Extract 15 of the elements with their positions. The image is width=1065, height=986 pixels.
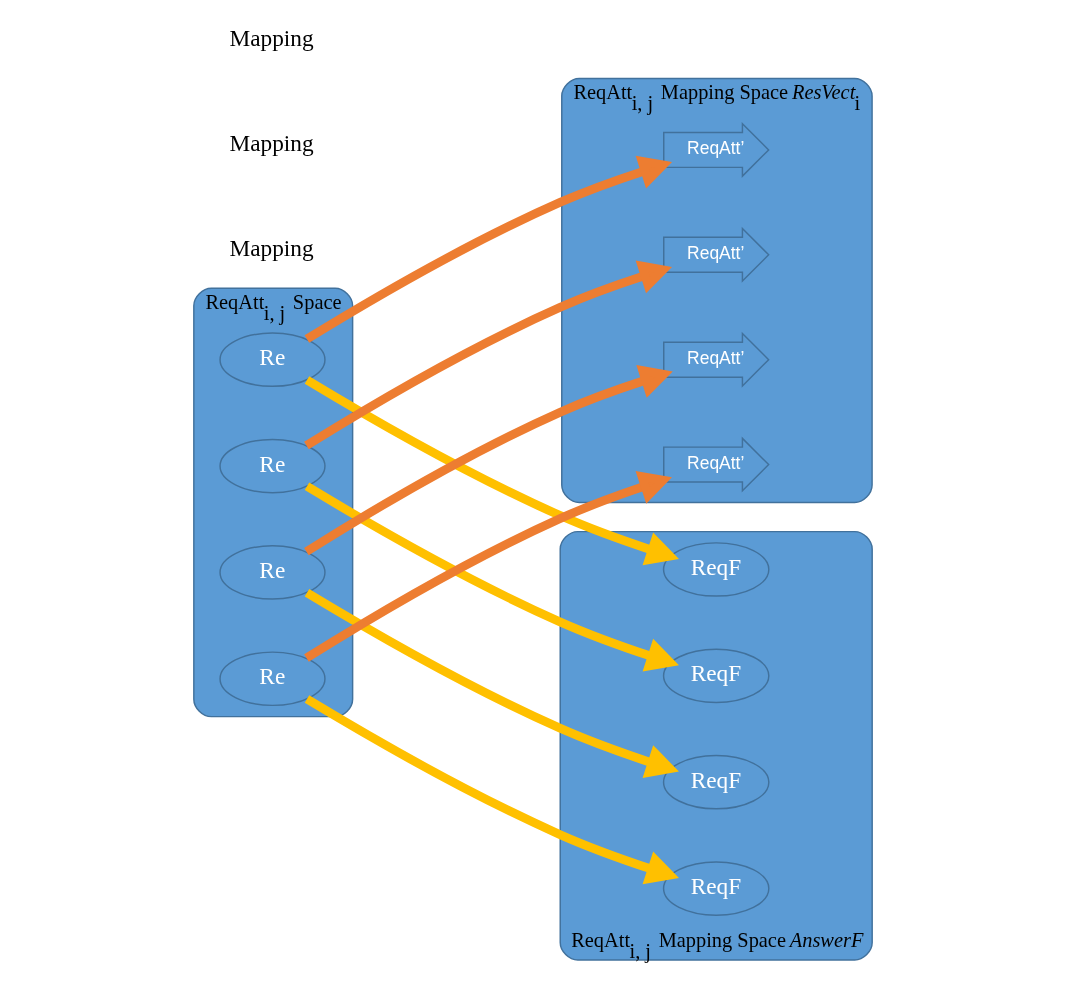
node-ellipse: ReqF: [662, 754, 770, 810]
arrow: [304, 155, 672, 343]
node-ellipse: Re: [218, 332, 326, 388]
node-ellipse: ReqF: [662, 542, 770, 597]
label: Mapping: [229, 234, 314, 261]
node-ellipse: Re: [218, 545, 326, 600]
node-ellipse: Re: [218, 438, 326, 494]
arrow: [304, 695, 679, 885]
arrow: [304, 588, 679, 778]
label: Mapping: [229, 25, 314, 52]
node-ellipse: Re: [218, 651, 326, 707]
node-ellipse: ReqF: [662, 861, 770, 916]
label: Mapping: [229, 130, 314, 157]
node-ellipse: ReqF: [662, 648, 770, 704]
arrow: [303, 260, 672, 450]
